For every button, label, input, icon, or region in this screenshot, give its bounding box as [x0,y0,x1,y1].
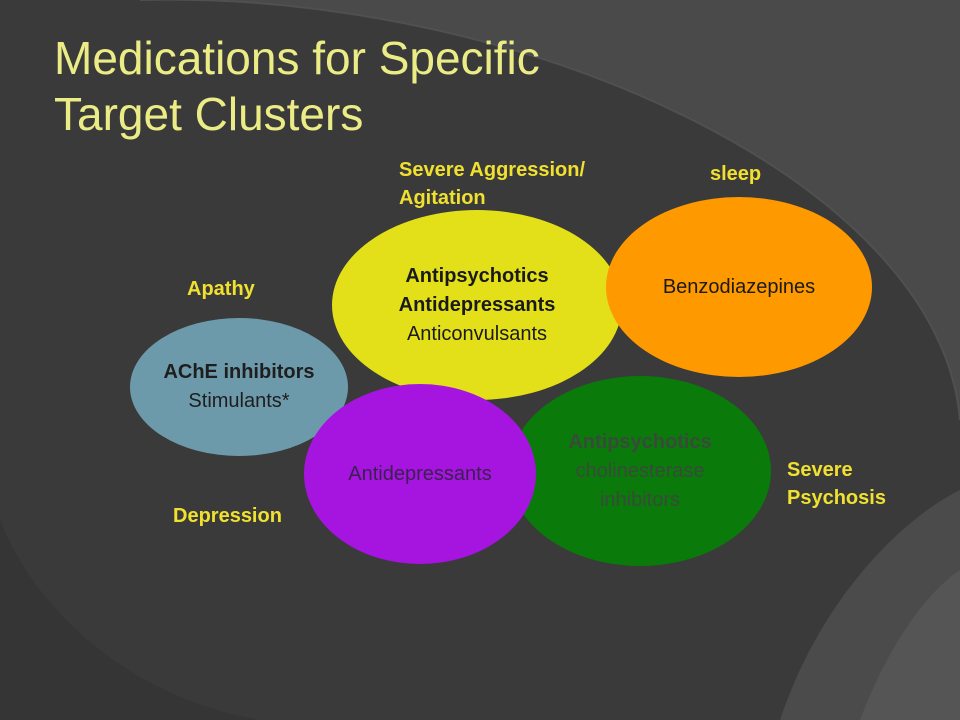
title-line-2: Target Clusters [54,88,364,140]
oval-yellow-line-1: Antipsychotics [405,264,549,287]
oval-depression-medications: Antidepressants [304,384,536,564]
oval-green-line-1: Antipsychotics [568,430,712,453]
oval-sleep-medications: Benzodiazepines [606,197,872,377]
oval-aggression-medications: Antipsychotics Antidepressants Anticonvu… [332,210,622,400]
oval-blue-line-1: AChE inhibitors [163,361,315,383]
oval-green-line-2: cholinesterase [575,459,705,482]
cluster-label-depression: Depression [173,505,282,527]
oval-psychosis-medications: Antipsychotics cholinesterase inhibitors [509,376,771,566]
cluster-label-apathy: Apathy [187,278,255,300]
oval-yellow-line-3: Anticonvulsants [406,322,548,345]
psychosis-line-1: Severe [787,459,853,481]
aggression-line-1: Severe Aggression/ [399,159,586,181]
cluster-label-sleep: sleep [710,163,762,185]
slide-title: Medications for Specific Target Clusters [54,30,540,142]
aggression-line-2: Agitation [399,187,486,209]
title-line-1: Medications for Specific [54,32,540,84]
oval-purple-line-1: Antidepressants [348,462,492,485]
psychosis-line-2: Psychosis [787,487,886,509]
oval-apathy-medications: AChE inhibitors Stimulants* [130,318,348,456]
oval-blue-line-2: Stimulants* [188,390,290,412]
oval-green-line-3: inhibitors [599,488,681,511]
cluster-label-aggression: Severe Aggression/ Agitation [399,156,585,212]
oval-orange-line-1: Benzodiazepines [662,275,816,298]
cluster-label-psychosis: Severe Psychosis [787,456,886,512]
oval-yellow-line-2: Antidepressants [398,293,556,316]
